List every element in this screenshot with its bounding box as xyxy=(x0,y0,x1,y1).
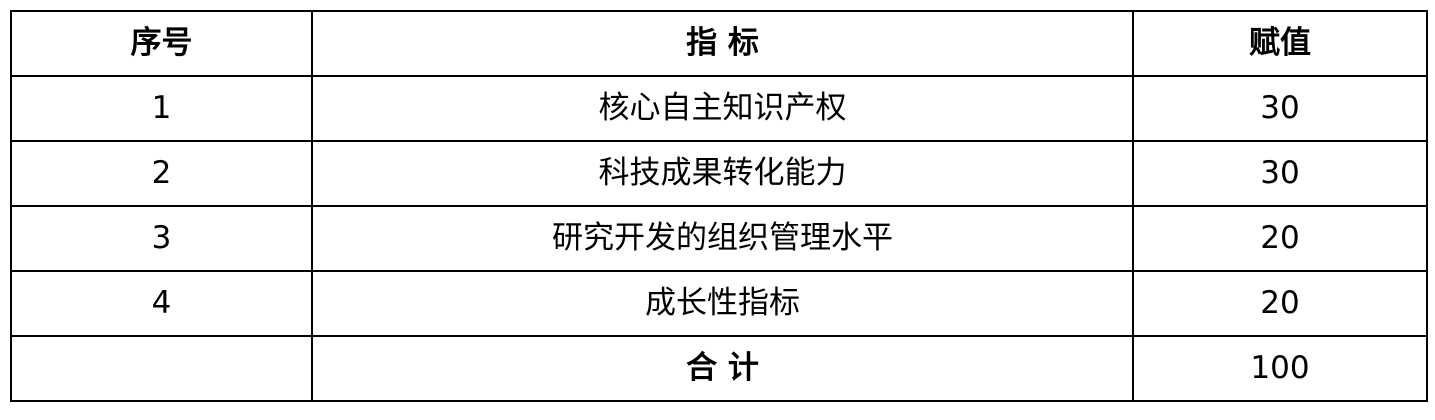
row-indicator: 成长性指标 xyxy=(311,270,1134,337)
header-value: 赋值 xyxy=(1132,10,1428,77)
row-value: 20 xyxy=(1132,270,1428,337)
row-value: 30 xyxy=(1132,140,1428,207)
total-serial-number xyxy=(10,335,313,402)
row-value: 30 xyxy=(1132,75,1428,142)
row-indicator: 科技成果转化能力 xyxy=(311,140,1134,207)
row-serial-number: 4 xyxy=(10,270,313,337)
table-row: 1 核心自主知识产权 30 xyxy=(10,75,1428,142)
indicator-table-container: 序号 指 标 赋值 1 核心自主知识产权 30 2 科技成果转化能力 30 3 … xyxy=(10,10,1428,402)
total-row: 合 计 100 xyxy=(10,335,1428,402)
row-serial-number: 1 xyxy=(10,75,313,142)
table-header-row: 序号 指 标 赋值 xyxy=(10,10,1428,77)
table-row: 2 科技成果转化能力 30 xyxy=(10,140,1428,207)
table-row: 4 成长性指标 20 xyxy=(10,270,1428,337)
total-label: 合 计 xyxy=(311,335,1134,402)
header-serial-number: 序号 xyxy=(10,10,313,77)
row-indicator: 研究开发的组织管理水平 xyxy=(311,205,1134,272)
row-serial-number: 3 xyxy=(10,205,313,272)
table-row: 3 研究开发的组织管理水平 20 xyxy=(10,205,1428,272)
row-value: 20 xyxy=(1132,205,1428,272)
row-serial-number: 2 xyxy=(10,140,313,207)
total-value: 100 xyxy=(1132,335,1428,402)
header-indicator: 指 标 xyxy=(311,10,1134,77)
row-indicator: 核心自主知识产权 xyxy=(311,75,1134,142)
indicator-table: 序号 指 标 赋值 1 核心自主知识产权 30 2 科技成果转化能力 30 3 … xyxy=(10,10,1428,402)
